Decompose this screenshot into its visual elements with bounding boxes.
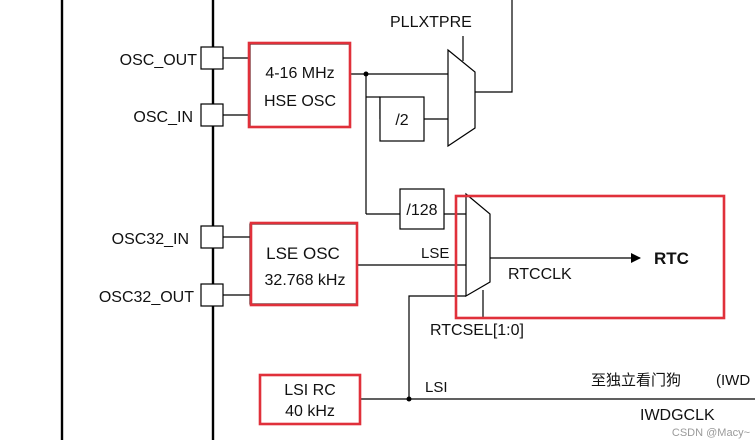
lse-osc-block xyxy=(249,223,358,305)
pad-osc-out xyxy=(200,46,224,70)
pin-label-osc32-in: OSC32_IN xyxy=(112,231,189,248)
pin-label-osc32-out: OSC32_OUT xyxy=(99,289,194,306)
pin-label-osc-out: OSC_OUT xyxy=(120,52,198,69)
hse-osc-block xyxy=(249,43,351,128)
lsi-highlight-box xyxy=(258,373,362,426)
lsi-name-label: LSI RC xyxy=(284,382,336,399)
div2-block xyxy=(379,96,425,142)
rtc-label: RTC xyxy=(654,249,689,268)
lse-freq-label: 32.768 kHz xyxy=(265,272,346,289)
lsi-signal-label: LSI xyxy=(425,379,448,396)
lsi-freq-label: 40 kHz xyxy=(285,403,335,420)
pllxtpre-label: PLLXTPRE xyxy=(390,14,472,31)
iwdg-partial-label: (IWD xyxy=(716,372,750,389)
lse-name-label: LSE OSC xyxy=(266,244,340,263)
pin-label-osc-in: OSC_IN xyxy=(133,109,193,126)
pllxtpre-mux xyxy=(447,48,476,148)
hse-name-label: HSE OSC xyxy=(264,93,336,110)
lse-highlight-box xyxy=(249,221,359,307)
rtcsel-label: RTCSEL[1:0] xyxy=(430,322,524,339)
watermark-text: CSDN @Macy~ xyxy=(672,427,750,439)
hse-highlight-box xyxy=(247,41,352,129)
hse-freq-label: 4-16 MHz xyxy=(265,65,334,82)
rtc-mux xyxy=(465,192,491,298)
div128-block xyxy=(399,188,445,230)
pllxtpre-output-wire xyxy=(475,0,513,93)
iwdg-note-label: 至独立看门狗 xyxy=(591,372,681,389)
rtcclk-label: RTCCLK xyxy=(508,266,572,283)
lsi-to-mux-wire xyxy=(408,295,466,399)
pad-osc-in xyxy=(200,103,224,127)
rtc-highlight-box xyxy=(454,194,726,320)
div2-label: /2 xyxy=(395,112,408,129)
div128-label: /128 xyxy=(406,202,437,219)
pad-osc32-out xyxy=(200,283,224,307)
pad-osc32-in xyxy=(200,225,224,249)
lse-signal-label: LSE xyxy=(421,245,449,262)
iwdgclk-label: IWDGCLK xyxy=(640,407,715,424)
